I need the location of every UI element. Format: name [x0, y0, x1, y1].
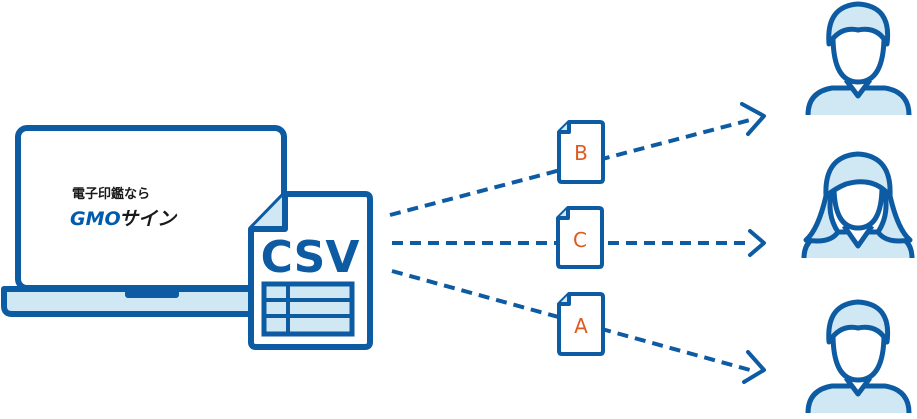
female-user-icon	[801, 151, 915, 259]
male-user-icon	[805, 1, 912, 116]
brand-tagline: 電子印鑑なら	[72, 186, 150, 202]
document-c-letter: C	[573, 228, 587, 252]
document-a-icon	[557, 292, 605, 356]
laptop-notch	[125, 289, 179, 298]
csv-label: CSV	[261, 232, 360, 283]
male-user-icon	[805, 299, 912, 414]
document-b-letter: B	[574, 141, 588, 165]
brand-logo-sign: サイン	[119, 208, 178, 230]
arrow-head-middle	[748, 229, 766, 257]
brand-logo-gmo: GMO	[70, 208, 121, 230]
csv-file-fold	[251, 194, 288, 232]
document-c-icon	[556, 206, 604, 269]
arrow-head-top	[740, 102, 766, 136]
arrow-head-bottom	[742, 350, 766, 384]
document-a-letter: A	[574, 314, 588, 338]
document-b-icon	[557, 120, 605, 184]
spreadsheet-icon	[261, 281, 355, 337]
csv-file-icon	[248, 191, 373, 350]
